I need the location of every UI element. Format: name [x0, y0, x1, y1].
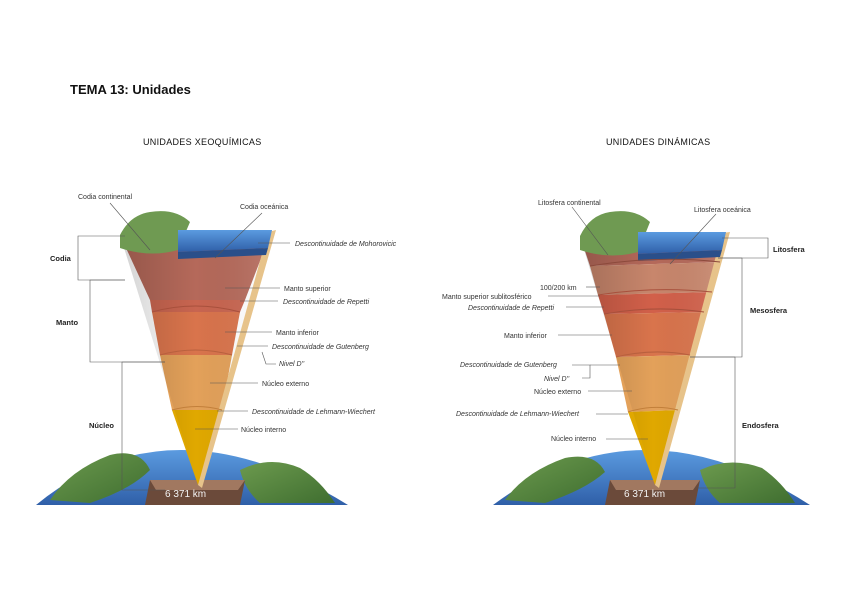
bracket-label-endosfera: Endosfera — [742, 421, 780, 430]
label-nivel-d-right: Nivel D'' — [544, 376, 570, 383]
right-earth-diagram: 6 371 km Litosfera continental Litosfera… — [442, 200, 810, 505]
label-gutenberg: Descontinuidade de Gutenberg — [272, 344, 369, 351]
label-manto-inferior-right: Manto inferior — [504, 333, 547, 340]
label-mohorovicic: Descontinuidade de Mohorovicic — [295, 241, 397, 248]
bracket-label-codia: Codia — [50, 254, 72, 263]
label-nivel-d: Nivel D'' — [279, 361, 305, 368]
label-litosfera-continental: Litosfera continental — [538, 200, 601, 207]
bracket-label-litosfera: Litosfera — [773, 245, 806, 254]
left-earth-diagram: 6 371 km Codia continental Codia oceánic… — [36, 194, 397, 505]
left-globe — [36, 450, 348, 505]
label-nucleo-interno: Núcleo interno — [241, 427, 286, 434]
label-manto-sublitosferico: Manto superior sublitosférico — [442, 294, 532, 301]
label-repetti-right: Descontinuidade de Repetti — [468, 305, 554, 312]
label-nucleo-interno-right: Núcleo interno — [551, 436, 596, 443]
bracket-label-mesosfera: Mesosfera — [750, 306, 788, 315]
label-lehmann: Descontinuidade de Lehmann-Wiechert — [252, 409, 376, 416]
label-nucleo-externo: Núcleo externo — [262, 381, 309, 388]
label-nucleo-externo-right: Núcleo externo — [534, 389, 581, 396]
left-wedge — [120, 211, 276, 488]
section-title-geochemical: UNIDADES XEOQUÍMICAS — [143, 137, 262, 147]
bracket-label-nucleo: Núcleo — [89, 421, 114, 430]
label-codia-continental: Codia continental — [78, 194, 133, 201]
label-manto-inferior: Manto inferior — [276, 330, 319, 337]
right-wedge — [580, 211, 730, 488]
page-title: TEMA 13: Unidades — [70, 82, 191, 97]
left-leader-lines — [77, 202, 290, 491]
right-radius-label: 6 371 km — [624, 489, 665, 500]
label-codia-oceanica: Codia oceánica — [240, 204, 288, 211]
bracket-label-manto: Manto — [56, 318, 78, 327]
label-litosfera-oceanica: Litosfera oceánica — [694, 207, 751, 214]
section-title-dynamic: UNIDADES DINÁMICAS — [606, 137, 711, 147]
label-depth-100-200: 100/200 km — [540, 285, 577, 292]
left-radius-label: 6 371 km — [165, 489, 206, 500]
right-leader-lines — [548, 206, 769, 489]
label-repetti: Descontinuidade de Repetti — [283, 299, 369, 306]
label-lehmann-right: Descontinuidade de Lehmann-Wiechert — [456, 411, 580, 418]
label-gutenberg-right: Descontinuidade de Gutenberg — [460, 362, 557, 369]
label-manto-superior: Manto superior — [284, 286, 331, 293]
